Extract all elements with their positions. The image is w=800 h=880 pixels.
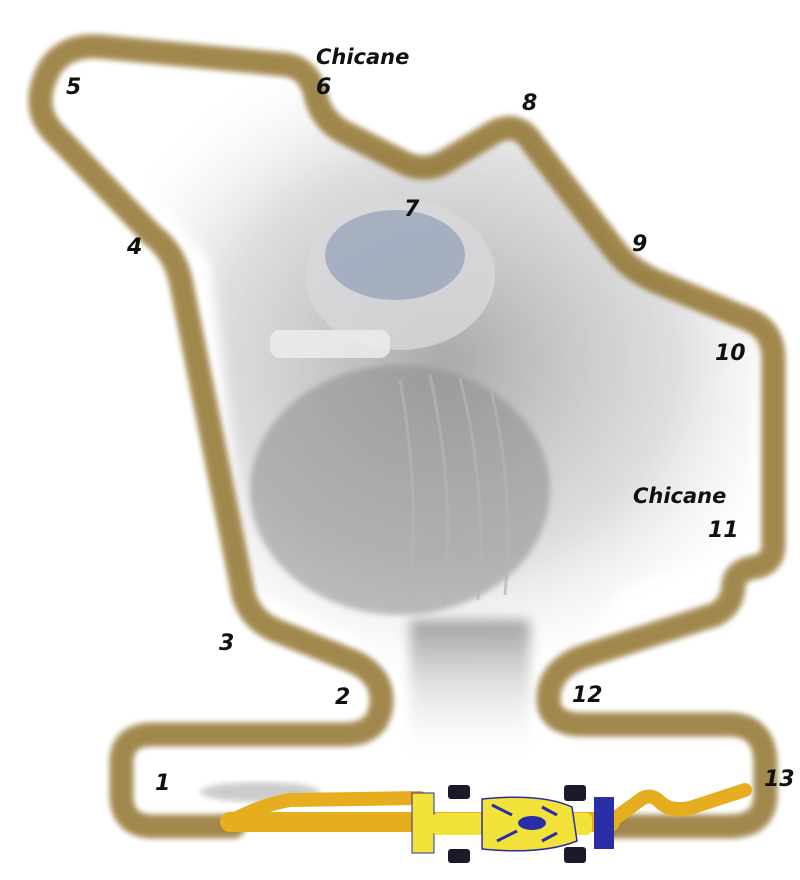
corner-label-8: 8: [522, 91, 537, 116]
corner-label-4: 4: [126, 235, 142, 260]
corner-label-9: 9: [632, 232, 647, 257]
corner-label-11: 11: [708, 518, 739, 543]
corner-label-3: 3: [219, 631, 234, 656]
corner-labels: 1 2 3 4 5 6 7 8 9 10 11 12 13 Chicane Ch…: [66, 45, 795, 796]
chicane-label-6: Chicane: [316, 45, 409, 69]
corner-label-1: 1: [155, 771, 170, 796]
background-photo: [60, 80, 760, 802]
corner-label-13: 13: [764, 767, 795, 792]
corner-label-5: 5: [66, 75, 81, 100]
corner-label-6: 6: [316, 75, 331, 100]
corner-label-7: 7: [404, 197, 420, 222]
f1-car-icon: [411, 785, 614, 863]
corner-label-2: 2: [335, 685, 350, 710]
corner-label-12: 12: [572, 683, 603, 708]
corner-label-10: 10: [715, 341, 746, 366]
pit-lane-exit: [603, 783, 752, 829]
chicane-label-11: Chicane: [633, 484, 726, 508]
tyre-shape: [250, 365, 550, 615]
